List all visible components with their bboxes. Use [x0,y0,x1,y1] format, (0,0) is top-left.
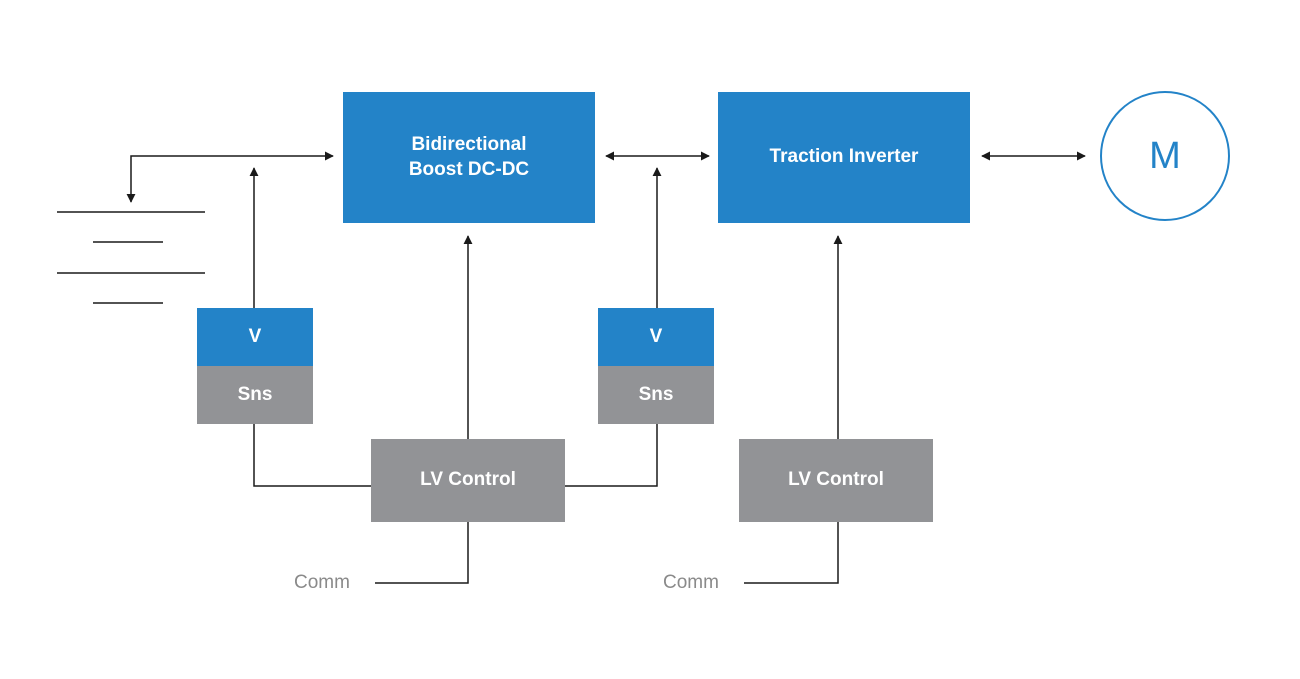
right-sensor-v-label: V [649,325,663,347]
comm-left-label: Comm [294,572,350,593]
motor-label: M [1149,134,1181,177]
boost-converter-label: Bidirectional Boost DC-DC [408,133,530,180]
traction-inverter-label: Traction Inverter [769,146,919,168]
boost-converter-block: Bidirectional Boost DC-DC [343,92,595,223]
right-sensor-sns-label: Sns [638,383,674,405]
right-voltage-sensor-bottom: Sns [598,366,714,424]
comm-right-label: Comm [663,572,719,593]
lv-control-left-block: LV Control [371,439,565,522]
traction-inverter-block: Traction Inverter [718,92,970,223]
right-voltage-sensor-top: V [598,308,714,366]
battery-icon [57,211,205,304]
lv-control-right-block: LV Control [739,439,933,522]
left-sensor-sns-label: Sns [237,383,273,405]
left-voltage-sensor-bottom: Sns [197,366,313,424]
left-sensor-v-label: V [248,325,262,347]
left-sensor-to-lv-line [253,424,372,487]
lv-control-right-label: LV Control [788,469,884,491]
left-voltage-sensor-top: V [197,308,313,366]
comm-right-line [744,521,839,584]
motor-icon: M [1100,91,1230,221]
comm-left-line [375,521,469,584]
right-sensor-to-lv-line [565,424,658,487]
battery-to-boost-line [126,151,334,203]
lv-control-left-label: LV Control [420,469,516,491]
